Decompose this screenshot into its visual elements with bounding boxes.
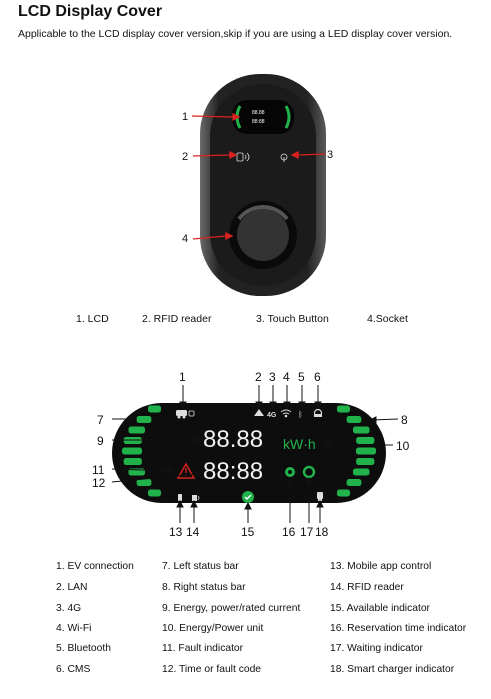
lcd-callout-17: 17 xyxy=(300,525,314,539)
lcd-diagram: 4G ᛒ 88.88 kW·h 88:88 xyxy=(92,370,410,539)
legend-item: 14. RFID reader xyxy=(330,582,404,593)
svg-text:88:88: 88:88 xyxy=(252,119,265,125)
lcd-callout-11: 11 xyxy=(92,463,105,477)
lcd-callout-1: 1 xyxy=(179,370,186,384)
legend-item: 15. Available indicator xyxy=(330,603,430,614)
legend-item: 1. EV connection xyxy=(56,561,134,572)
touch-button-icon xyxy=(280,153,288,162)
legend-item: 5. Bluetooth xyxy=(56,643,111,654)
right-status-segment xyxy=(337,489,350,497)
lcd-callout-16: 16 xyxy=(282,525,296,539)
lcd-callout-10: 10 xyxy=(396,439,410,453)
lcd-screen xyxy=(232,100,294,134)
charger-callout-2: 2 xyxy=(182,151,188,163)
legend-item: 7. Left status bar xyxy=(162,561,239,572)
energy-digits: 88.88 xyxy=(203,426,263,453)
rfid-reader-icon xyxy=(236,152,250,162)
cms-icon xyxy=(313,408,323,418)
legend-item: 4. Wi-Fi xyxy=(56,623,92,634)
right-status-segment xyxy=(356,447,376,455)
charger-callout-1: 1 xyxy=(182,111,188,123)
charger-callout-3: 3 xyxy=(327,149,333,161)
legend-item: 12. Time or fault code xyxy=(162,664,262,675)
lcd-callout-3: 3 xyxy=(269,370,276,384)
left-status-segment xyxy=(148,405,161,413)
available-indicator-icon xyxy=(242,491,254,503)
mobile-app-icon xyxy=(178,494,182,501)
right-status-segment xyxy=(346,479,362,486)
lcd-callout-13: 13 xyxy=(169,525,183,539)
legend-item: 3. 4G xyxy=(56,603,82,614)
left-status-segment xyxy=(123,458,142,465)
part-label-rfid: 2. RFID reader xyxy=(142,313,212,325)
part-label-touch: 3. Touch Button xyxy=(256,313,329,325)
page-subtitle: Applicable to the LCD display cover vers… xyxy=(18,28,453,40)
legend-item: 8. Right status bar xyxy=(162,582,246,593)
lcd-callout-6: 6 xyxy=(314,370,321,384)
charger-callout-4: 4 xyxy=(182,233,188,245)
charger-illustration: 88.88 88:88 xyxy=(200,74,326,296)
legend-item: 17. Waiting indicator xyxy=(330,643,423,654)
left-status-segment xyxy=(136,479,152,486)
right-status-segment xyxy=(353,468,370,476)
reservation-time-icon xyxy=(285,467,295,477)
lcd-callout-4: 4 xyxy=(283,370,290,384)
ev-connection-icon xyxy=(176,410,195,419)
right-status-segment xyxy=(356,458,375,465)
energy-unit: kW·h xyxy=(283,436,316,452)
lcd-callout-12: 12 xyxy=(92,476,106,490)
4g-icon: 4G xyxy=(267,412,277,419)
left-status-segment xyxy=(122,447,142,455)
lcd-callout-14: 14 xyxy=(186,525,200,539)
part-label-socket: 4.Socket xyxy=(367,313,408,325)
lcd-callout-5: 5 xyxy=(298,370,305,384)
lcd-callout-2: 2 xyxy=(255,370,262,384)
legend-item: 10. Energy/Power unit xyxy=(162,623,264,634)
legend-item: 2. LAN xyxy=(56,582,88,593)
right-status-segment xyxy=(337,405,350,413)
lcd-callout-8: 8 xyxy=(401,413,408,427)
left-status-segment xyxy=(136,416,152,423)
legend-item: 6. CMS xyxy=(56,664,91,675)
bluetooth-icon: ᛒ xyxy=(298,410,303,419)
lcd-callout-7: 7 xyxy=(97,413,104,427)
left-status-segment xyxy=(148,489,161,497)
lcd-callout-15: 15 xyxy=(241,525,255,539)
legend-item: 18. Smart charger indicator xyxy=(330,664,455,675)
right-status-segment xyxy=(356,437,375,444)
legend-item: 13. Mobile app control xyxy=(330,561,432,572)
page-title: LCD Display Cover xyxy=(18,3,163,20)
legend-item: 11. Fault indicator xyxy=(162,643,244,654)
lcd-callout-9: 9 xyxy=(97,434,104,448)
right-status-segment xyxy=(346,416,362,423)
lcd-panel xyxy=(112,403,386,503)
right-status-segment xyxy=(353,426,370,434)
legend-item: 16. Reservation time indicator xyxy=(330,623,467,634)
part-label-lcd: 1. LCD xyxy=(76,313,109,325)
charger-callouts: 1 2 3 4 xyxy=(182,111,333,245)
left-status-segment xyxy=(128,426,145,434)
time-digits: 88:88 xyxy=(203,458,263,485)
legend-item: 9. Energy, power/rated current xyxy=(162,603,301,614)
lcd-callout-18: 18 xyxy=(315,525,329,539)
wifi-icon xyxy=(280,409,292,418)
svg-text:88.88: 88.88 xyxy=(252,110,265,116)
lan-icon xyxy=(254,409,264,416)
right-status-bar xyxy=(337,405,376,497)
rfid-reader-lcd-icon xyxy=(192,495,200,501)
